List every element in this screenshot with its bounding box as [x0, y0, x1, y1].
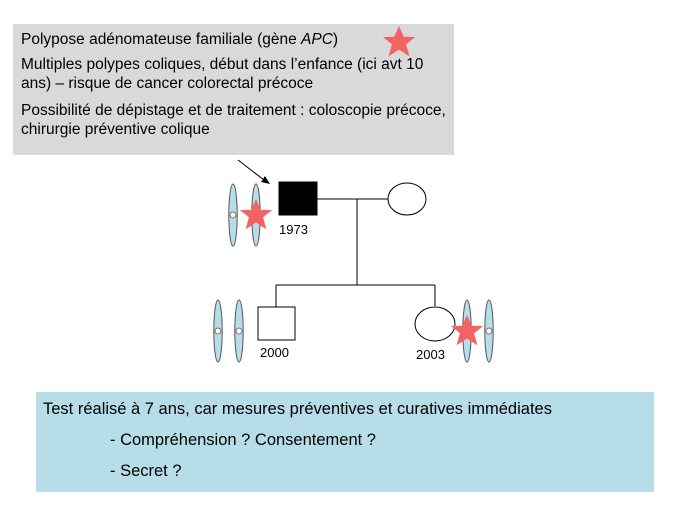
chromosome-icon: [234, 299, 244, 363]
son-male: [257, 306, 296, 341]
chromosome-icon: [228, 183, 238, 247]
conclusion-line-2: - Compréhension ? Consentement ?: [110, 431, 376, 449]
info-title-prefix: Polypose adénomateuse familiale (gène: [21, 31, 302, 48]
info-title-gene: APC: [301, 31, 333, 48]
conclusion-box: Test réalisé à 7 ans, car mesures préven…: [36, 392, 654, 492]
conclusion-line-1: Test réalisé à 7 ans, car mesures préven…: [43, 400, 552, 418]
info-box: Polypose adénomateuse familiale (gène AP…: [13, 24, 454, 155]
conclusion-line-3: - Secret ?: [110, 462, 182, 480]
star-icon: [383, 26, 415, 57]
info-title-suffix: ): [332, 31, 339, 48]
daughter-year: 2003: [416, 347, 445, 362]
info-title: Polypose adénomateuse familiale (gène AP…: [21, 30, 448, 49]
info-line-2: Multiples polypes coliques, début dans l…: [21, 56, 424, 92]
son-year: 2000: [260, 345, 289, 360]
daughter-female: [414, 306, 456, 342]
info-line-3: Possibilité de dépistage et de traitemen…: [21, 102, 446, 138]
mother-female: [387, 182, 427, 216]
father-year: 1973: [279, 222, 308, 237]
arrow-head: [261, 176, 270, 184]
chromosome-icon: [213, 299, 223, 363]
father-affected-male: [278, 181, 318, 216]
arrow-line: [237, 159, 265, 181]
chromosome-icon: [484, 299, 494, 363]
